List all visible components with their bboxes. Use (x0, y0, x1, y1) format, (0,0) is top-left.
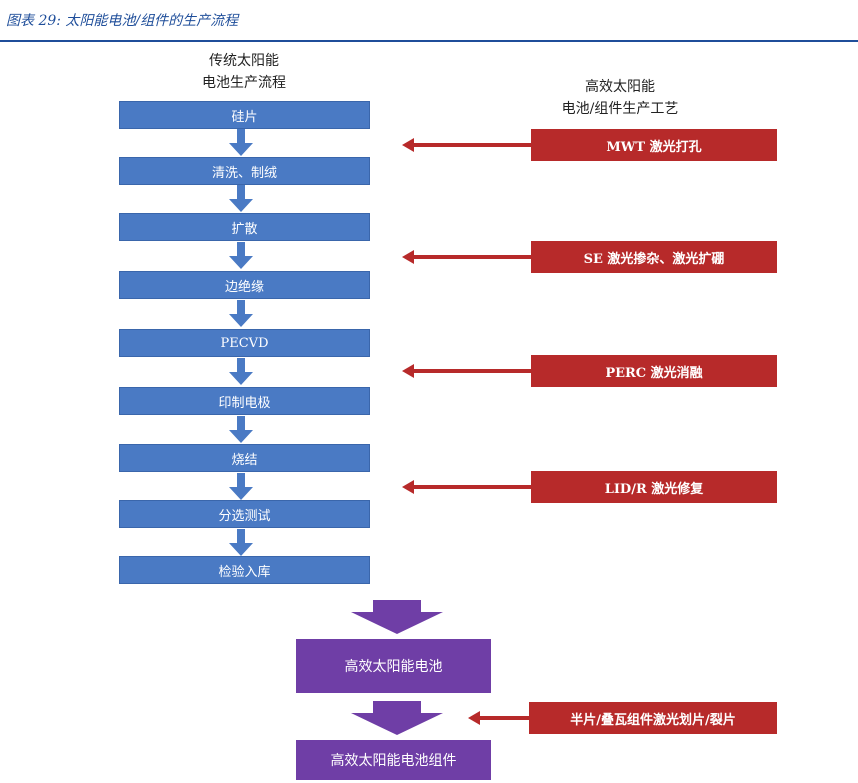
laser-process-perc-ablation: PERC 激光消融 (531, 355, 777, 387)
down-arrow-icon (229, 129, 253, 156)
step-box-silicon-wafer: 硅片 (119, 101, 370, 129)
step-box-edge-isolation: 边绝缘 (119, 271, 370, 299)
step-box-inspection-storage: 检验入库 (119, 556, 370, 584)
step-box-electrode-printing: 印制电极 (119, 387, 370, 415)
step-box-cleaning-texturing: 清洗、制绒 (119, 157, 370, 185)
down-arrow-icon (351, 600, 443, 634)
down-arrow-icon (229, 358, 253, 385)
down-arrow-icon (229, 529, 253, 556)
right-column-header: 高效太阳能 电池/组件生产工艺 (540, 76, 700, 120)
step-box-diffusion: 扩散 (119, 213, 370, 241)
down-arrow-icon (229, 473, 253, 500)
result-high-efficiency-cell: 高效太阳能电池 (296, 639, 491, 693)
laser-process-se-doping: SE 激光掺杂、激光扩硼 (531, 241, 777, 273)
left-arrow-icon (402, 480, 531, 494)
down-arrow-icon (229, 185, 253, 212)
down-arrow-icon (351, 701, 443, 735)
step-box-sorting-testing: 分选测试 (119, 500, 370, 528)
down-arrow-icon (229, 300, 253, 327)
laser-process-half-cell-scribing: 半片/叠瓦组件激光划片/裂片 (529, 702, 777, 734)
left-header-line1: 传统太阳能 (209, 53, 279, 69)
laser-process-lid-repair: LID/R 激光修复 (531, 471, 777, 503)
right-header-line2: 电池/组件生产工艺 (561, 101, 679, 117)
right-header-line1: 高效太阳能 (585, 79, 655, 95)
left-arrow-icon (402, 138, 531, 152)
left-arrow-icon (468, 711, 529, 725)
step-box-sintering: 烧结 (119, 444, 370, 472)
result-high-efficiency-module: 高效太阳能电池组件 (296, 740, 491, 780)
left-arrow-icon (402, 364, 531, 378)
left-column-header: 传统太阳能 电池生产流程 (174, 50, 314, 94)
step-box-pecvd: PECVD (119, 329, 370, 357)
left-header-line2: 电池生产流程 (202, 75, 286, 91)
down-arrow-icon (229, 416, 253, 443)
title-divider (0, 40, 858, 42)
figure-title: 图表 29: 太阳能电池/组件的生产流程 (6, 13, 239, 29)
laser-process-mwt-drilling: MWT 激光打孔 (531, 129, 777, 161)
down-arrow-icon (229, 242, 253, 269)
left-arrow-icon (402, 250, 531, 264)
